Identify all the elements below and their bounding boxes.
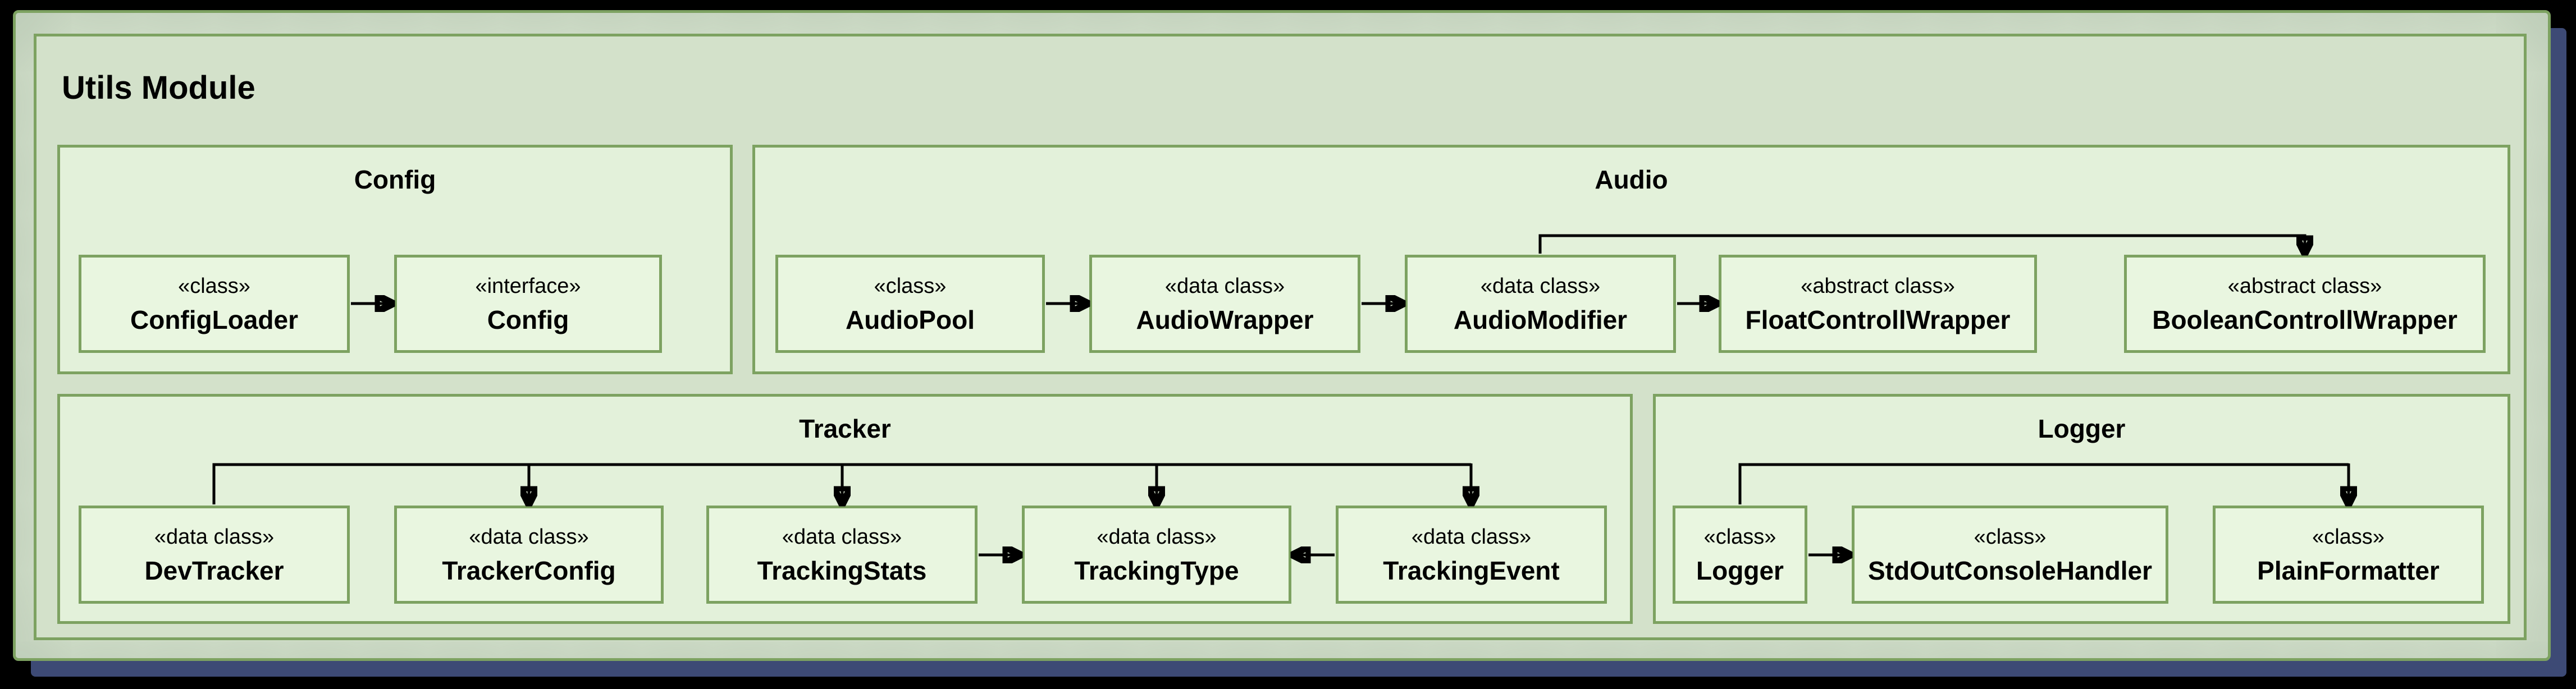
class-name: AudioPool <box>846 305 975 334</box>
class-name: Config <box>487 305 569 334</box>
class-box-audiopool: «class» AudioPool <box>775 255 1045 353</box>
class-name: Logger <box>1696 555 1784 585</box>
class-stereotype: «class» <box>2312 525 2385 549</box>
class-stereotype: «data class» <box>1097 525 1217 549</box>
class-name: TrackingType <box>1074 555 1239 585</box>
class-box-devtracker: «data class» DevTracker <box>79 506 350 604</box>
diagram-window: Utils Module Config «class» ConfigLoader… <box>13 10 2551 661</box>
class-stereotype: «data class» <box>1164 274 1285 298</box>
class-box-config: «interface» Config <box>394 255 662 353</box>
class-stereotype: «abstract class» <box>1801 274 1955 298</box>
group-title: Config <box>354 165 436 194</box>
class-stereotype: «data class» <box>782 525 902 549</box>
class-name: TrackingStats <box>757 555 927 585</box>
class-box-trackingtype: «data class» TrackingType <box>1022 506 1291 604</box>
utils-module-container: Utils Module Config «class» ConfigLoader… <box>34 34 2527 640</box>
class-box-audiowrapper: «data class» AudioWrapper <box>1089 255 1360 353</box>
class-name: PlainFormatter <box>2257 555 2440 585</box>
class-box-plainformatter: «class» PlainFormatter <box>2213 506 2484 604</box>
class-stereotype: «data class» <box>469 525 589 549</box>
class-box-configloader: «class» ConfigLoader <box>79 255 350 353</box>
class-name: ConfigLoader <box>130 305 298 334</box>
class-name: StdOutConsoleHandler <box>1867 555 2153 585</box>
class-box-trackerconfig: «data class» TrackerConfig <box>394 506 664 604</box>
class-stereotype: «data class» <box>1480 274 1601 298</box>
class-stereotype: «abstract class» <box>2227 274 2382 298</box>
class-box-booleancontrollwrapper: «abstract class» BooleanControllWrapper <box>2124 255 2486 353</box>
class-stereotype: «interface» <box>475 274 581 298</box>
class-stereotype: «class» <box>178 274 250 298</box>
class-stereotype: «data class» <box>154 525 275 549</box>
class-name: AudioModifier <box>1453 305 1628 334</box>
class-box-logger: «class» Logger <box>1673 506 1807 604</box>
class-box-trackingstats: «data class» TrackingStats <box>706 506 978 604</box>
group-logger: Logger «class» Logger «class» StdOutCons… <box>1653 394 2510 624</box>
class-name: TrackingEvent <box>1383 555 1560 585</box>
class-name: FloatControllWrapper <box>1745 305 2011 334</box>
class-box-audiomodifier: «data class» AudioModifier <box>1405 255 1676 353</box>
class-box-stdoutconsolehandler: «class» StdOutConsoleHandler <box>1852 506 2168 604</box>
group-audio: Audio «class» AudioPool «data class» Aud… <box>752 145 2510 374</box>
class-name: BooleanControllWrapper <box>2152 305 2458 334</box>
class-stereotype: «data class» <box>1411 525 1532 549</box>
class-stereotype: «class» <box>1974 525 2047 549</box>
group-tracker: Tracker «data class» DevTracker «data cl… <box>57 394 1633 624</box>
class-name: AudioWrapper <box>1136 305 1314 334</box>
group-title: Logger <box>2038 414 2126 443</box>
group-title: Audio <box>1595 165 1668 194</box>
group-config: Config «class» ConfigLoader «interface» … <box>57 145 733 374</box>
class-name: DevTracker <box>144 555 284 585</box>
class-box-trackingevent: «data class» TrackingEvent <box>1336 506 1607 604</box>
class-stereotype: «class» <box>1703 525 1776 549</box>
class-box-floatcontrollwrapper: «abstract class» FloatControllWrapper <box>1719 255 2037 353</box>
class-stereotype: «class» <box>874 274 947 298</box>
group-title: Tracker <box>799 414 891 443</box>
class-name: TrackerConfig <box>442 555 616 585</box>
module-title: Utils Module <box>62 70 255 106</box>
